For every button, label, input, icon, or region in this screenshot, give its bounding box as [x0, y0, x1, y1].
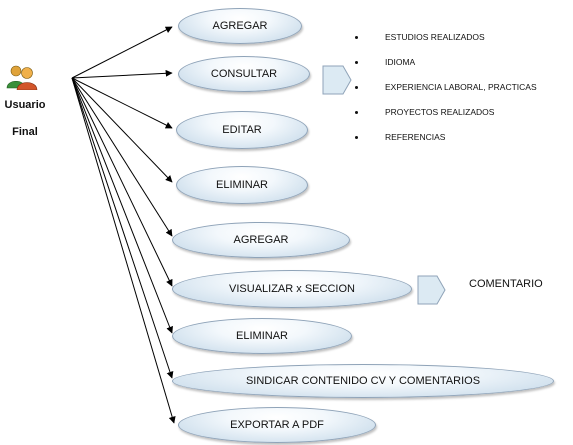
consultar-items-list: ESTUDIOS REALIZADOS IDIOMA EXPERIENCIA L… — [355, 31, 537, 156]
bullet-dot — [355, 86, 358, 89]
connector-sindicar — [71, 77, 174, 379]
connector-editar — [71, 77, 173, 129]
chevron-arrow-visualizar — [417, 275, 446, 305]
use-case-eliminar-1[interactable]: ELIMINAR — [176, 166, 308, 204]
use-case-exportar[interactable]: EXPORTAR A PDF — [178, 407, 376, 443]
use-case-editar[interactable]: EDITAR — [176, 111, 308, 149]
connector-eliminar-2 — [71, 77, 173, 334]
use-case-sindicar[interactable]: SINDICAR CONTENIDO CV Y COMENTARIOS — [172, 364, 554, 398]
actor-label-line2: Final — [12, 126, 38, 138]
bullet-dot — [355, 36, 358, 39]
connector-agregar-1 — [71, 26, 173, 79]
list-item: EXPERIENCIA LABORAL, PRACTICAS — [355, 81, 537, 106]
use-case-agregar-1[interactable]: AGREGAR — [178, 8, 302, 44]
connector-exportar — [71, 77, 176, 424]
actor-label-line1: Usuario — [4, 99, 46, 111]
connector-consultar — [71, 69, 173, 79]
visualizar-detail-label: COMENTARIO — [469, 278, 543, 290]
bullet-dot — [355, 136, 358, 139]
bullet-dot — [355, 111, 358, 114]
use-case-eliminar-2[interactable]: ELIMINAR — [172, 318, 352, 354]
connector-agregar-2 — [71, 77, 173, 237]
use-case-visualizar[interactable]: VISUALIZAR x SECCION — [172, 270, 412, 308]
list-item: IDIOMA — [355, 56, 537, 81]
list-item: ESTUDIOS REALIZADOS — [355, 31, 537, 56]
connector-eliminar-1 — [71, 77, 173, 183]
users-icon — [6, 65, 38, 90]
use-case-consultar[interactable]: CONSULTAR — [178, 56, 310, 92]
connector-visualizar — [71, 77, 173, 287]
use-case-agregar-2[interactable]: AGREGAR — [172, 222, 350, 258]
bullet-dot — [355, 61, 358, 64]
actor-connectors — [71, 26, 176, 424]
chevron-arrow-consultar — [322, 65, 352, 95]
list-item: REFERENCIAS — [355, 131, 537, 156]
list-item: PROYECTOS REALIZADOS — [355, 106, 537, 131]
